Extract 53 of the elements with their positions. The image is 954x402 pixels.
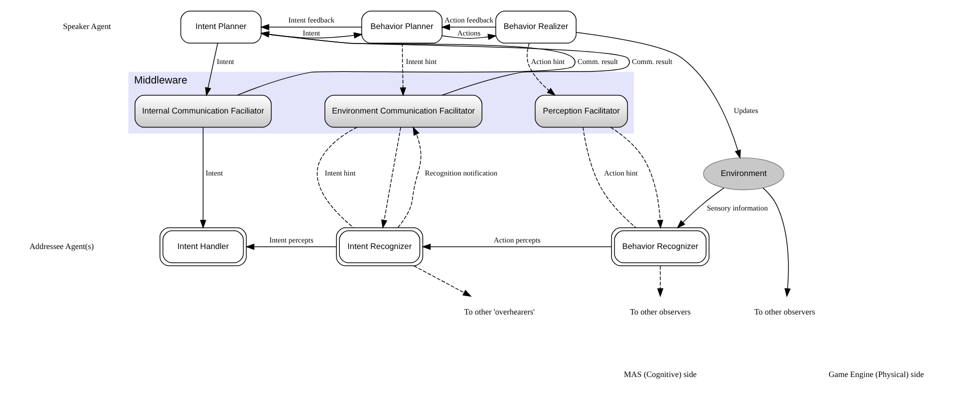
node-text: To other observers: [629, 307, 690, 316]
edge-label: Intent hint: [324, 168, 356, 178]
edge-label: Actions: [456, 28, 480, 38]
arrow: [676, 188, 724, 229]
edge-label: Action feedback: [444, 16, 493, 25]
edge-label: Intent percepts: [268, 235, 313, 244]
arrow: [199, 127, 206, 229]
arrow: [762, 188, 790, 298]
label: Addressee Agent(s): [28, 242, 94, 251]
edge-label: Sensory information: [706, 204, 768, 213]
edge-label: Intent: [216, 57, 234, 66]
node-box: Behavior Recognizer: [610, 227, 709, 266]
arrow: [413, 266, 472, 297]
node-ellipse: Environment: [702, 157, 784, 190]
arrow: [204, 42, 218, 96]
arrow: [244, 244, 336, 250]
edge-label: Action percepts: [493, 235, 540, 244]
label: Game Engine (Physical) side: [828, 370, 924, 379]
node-box: Behavior Planner: [360, 10, 442, 44]
edge-label: Intent feedback: [288, 16, 334, 25]
node-box: Behavior Realizer: [494, 10, 576, 44]
node-box: Perception Facilitator: [534, 94, 628, 128]
arrow: [421, 244, 612, 250]
label: Speaker Agent: [62, 22, 110, 32]
arrow: [397, 126, 421, 228]
arrow: [610, 127, 663, 229]
arrow: [656, 266, 663, 298]
edge-label: Recognition notification: [424, 168, 497, 178]
node-text: To other 'overhearers': [464, 307, 534, 316]
node-box: Intent Planner: [180, 10, 262, 44]
arrow: [575, 32, 740, 159]
edge-label: Updates: [733, 106, 758, 116]
edge-label: Action hint: [530, 57, 564, 66]
edge-label: Intent: [302, 28, 320, 38]
edge-label: Intent: [205, 168, 222, 178]
node-box: Environment Communication Facilitator: [324, 94, 482, 128]
arrow: [380, 127, 401, 229]
arrow: [260, 24, 362, 30]
edge-label: Comm. result: [577, 57, 618, 66]
connector: [582, 126, 636, 228]
connector: [316, 126, 357, 228]
edge-label: Intent hint: [405, 57, 436, 66]
arrow: [399, 42, 406, 96]
arrow: [441, 34, 496, 40]
edge-label: Action hint: [603, 168, 638, 178]
node-box: Internal Communication Faciliator: [134, 94, 272, 128]
edge-label: Comm. result: [631, 57, 672, 66]
node-box: Intent Handler: [159, 227, 246, 266]
node-box: Intent Recognizer: [336, 227, 423, 266]
arrow: [526, 43, 556, 96]
label: MAS (Cognitive) side: [623, 370, 696, 379]
arrow: [440, 24, 496, 30]
node-text: To other observers: [754, 307, 815, 316]
